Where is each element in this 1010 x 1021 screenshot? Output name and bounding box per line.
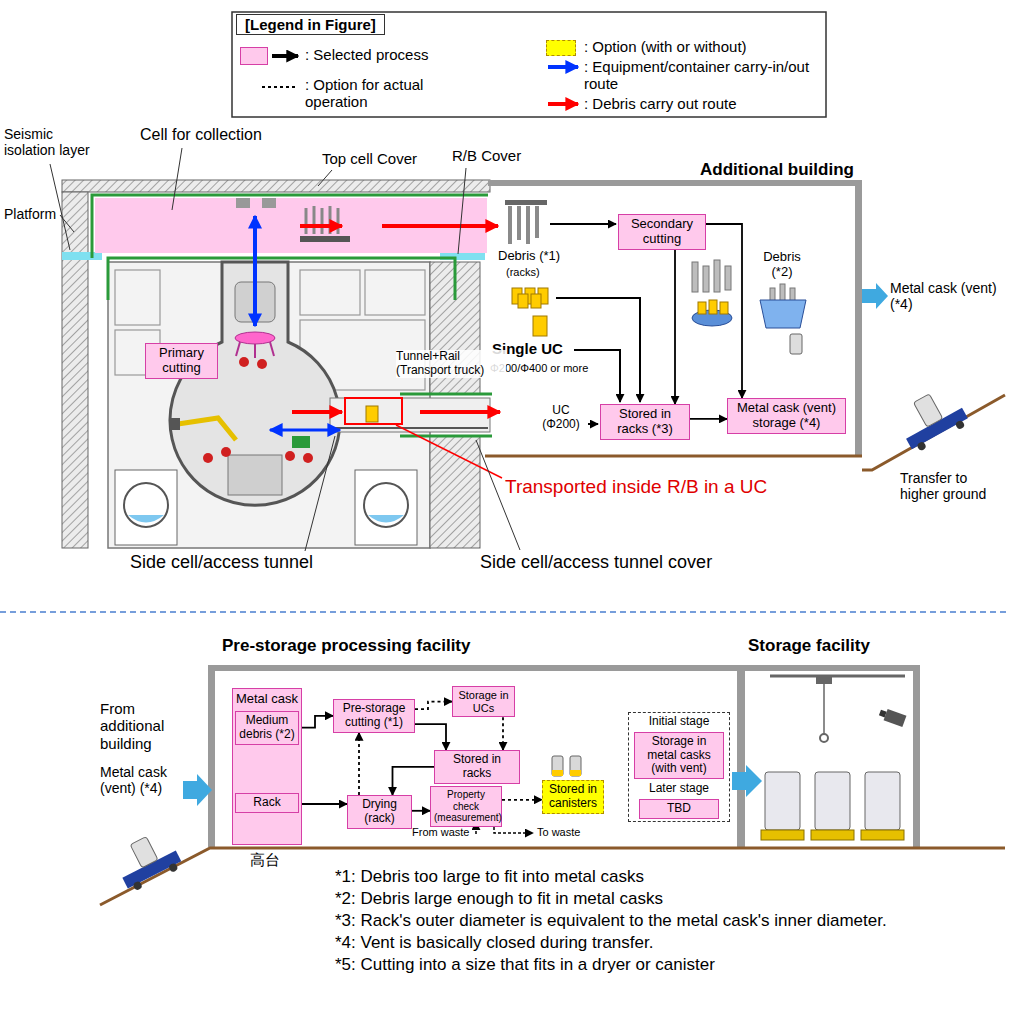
part-label: Metal cask (vent) (*4) <box>100 764 182 796</box>
footnotes: *1: Debris too large to fit into metal c… <box>335 866 935 976</box>
box-label: Property check (measurement) <box>434 789 498 824</box>
option-group: Initial stageStorage in metal casks (wit… <box>628 712 730 822</box>
flow-arrow <box>415 724 446 750</box>
callout-text: Transported inside R/B in a UC <box>505 476 767 498</box>
process-box: Stored in racks <box>434 750 520 784</box>
legend-title: [Legend in Figure] <box>236 14 385 35</box>
box-label: Pre-storage cutting (*1) <box>337 702 411 730</box>
footnote: *4: Vent is basically closed during tran… <box>335 932 935 954</box>
legend-swatch <box>546 40 576 56</box>
part-label: UC (Φ200) <box>536 404 586 432</box>
flow-arrow <box>412 810 430 812</box>
part-label: From waste <box>412 826 469 839</box>
box-label: Storage in metal casks (with vent) <box>638 735 720 776</box>
part-label: R/B Cover <box>452 147 521 164</box>
part-label: Cell for collection <box>140 126 262 144</box>
process-box: Secondary cutting <box>618 214 706 250</box>
optional-flow-arrow <box>415 702 452 710</box>
legend-text: : Selected process <box>305 46 505 63</box>
box-label: Later stage <box>649 782 709 796</box>
flow-arrow <box>674 250 676 404</box>
part-label: Top cell Cover <box>322 150 417 167</box>
building-title: Additional building <box>700 160 854 180</box>
box-label: Storage in UCs <box>456 689 511 714</box>
box-label: Rack <box>239 796 295 810</box>
part-label: Debris (*1) <box>498 249 560 264</box>
box-label: Metal cask <box>236 692 298 707</box>
process-box: Storage in metal casks (with vent) <box>634 732 724 779</box>
footnote: *3: Rack's outer diameter is equivalent … <box>335 910 935 932</box>
process-box: Pre-storage cutting (*1) <box>333 699 415 733</box>
box-label: Stored in racks <box>438 753 516 781</box>
box-label: TBD <box>643 802 715 816</box>
part-label: 高台 <box>250 851 280 868</box>
part-label: Transfer to higher ground <box>900 470 1005 502</box>
box-label: Drying (rack) <box>351 798 408 826</box>
process-box: TBD <box>639 799 719 819</box>
facility-title: Pre-storage processing facility <box>222 636 470 656</box>
facility-box: Metal caskMedium debris (*2) Rack <box>232 688 302 845</box>
process-box: Primary cutting <box>145 343 218 379</box>
optional-flow-arrow <box>502 799 542 801</box>
legend-text: : Option for actual operation <box>305 76 455 110</box>
process-box: Medium debris (*2) <box>235 711 299 745</box>
box-label: Metal cask (vent) storage (*4) <box>731 401 842 431</box>
part-label: Metal cask (vent) (*4) <box>890 280 1002 312</box>
flow-arrow <box>299 716 333 728</box>
flow-arrow <box>706 224 742 398</box>
part-label: Seismic isolation layer <box>4 126 96 158</box>
legend-text: : Equipment/container carry-in/out route <box>584 58 822 92</box>
part-label: Side cell/access tunnel cover <box>480 552 712 573</box>
part-label: To waste <box>537 826 580 839</box>
flow-arrow <box>299 803 347 805</box>
flow-arrow <box>690 418 727 420</box>
process-box: Rack <box>235 793 299 813</box>
box-label: Medium debris (*2) <box>239 714 295 742</box>
box-label: Stored in racks (*3) <box>604 407 686 437</box>
legend-swatch <box>240 47 268 65</box>
legend-text: : Debris carry out route <box>584 95 814 112</box>
process-box: Stored in racks (*3) <box>600 404 690 440</box>
flow-arrow <box>393 767 435 795</box>
option-box: Stored in canisters <box>542 780 604 814</box>
legend-text: : Option (with or without) <box>584 38 814 55</box>
optional-flow-arrow <box>358 733 360 795</box>
process-box: Drying (rack) <box>347 795 412 829</box>
part-label: Side cell/access tunnel <box>130 552 313 573</box>
box-label: Stored in canisters <box>546 783 600 811</box>
optional-flow-arrow <box>502 717 504 750</box>
part-label: Debris (*2) <box>752 250 812 280</box>
box-label: Primary cutting <box>149 346 214 376</box>
footnote: *2: Debris large enough to fit in metal … <box>335 888 935 910</box>
part-label: Tunnel+Rail (Transport truck) <box>396 350 506 378</box>
box-label: Secondary cutting <box>622 217 702 247</box>
box-label: Initial stage <box>649 715 710 729</box>
process-box: Property check (measurement) <box>430 786 502 827</box>
facility-title: Storage facility <box>748 636 870 656</box>
part-label: From additional building <box>100 700 190 752</box>
footnote: *1: Debris too large to fit into metal c… <box>335 866 935 888</box>
part-label: (racks) <box>506 266 540 279</box>
part-label: Platform <box>4 206 56 222</box>
process-box: Storage in UCs <box>452 686 515 717</box>
footnote: *5: Cutting into a size that fits in a d… <box>335 954 935 976</box>
process-box: Metal cask (vent) storage (*4) <box>727 398 846 434</box>
